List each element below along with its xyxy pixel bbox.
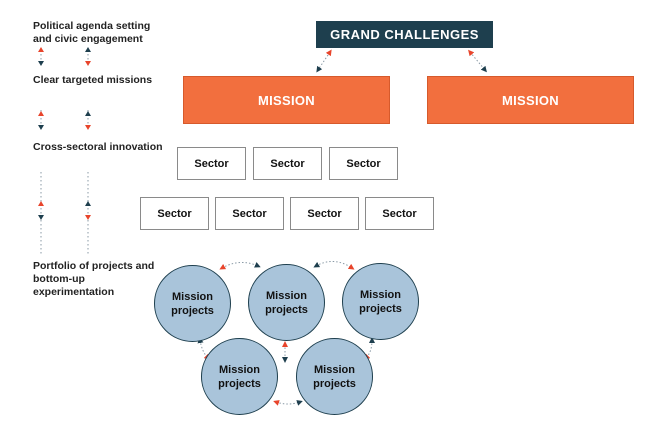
grand-challenges-box: GRAND CHALLENGES: [316, 21, 493, 48]
mission-box-2: MISSION: [427, 76, 634, 124]
sector-box: Sector: [215, 197, 284, 230]
sector-box: Sector: [290, 197, 359, 230]
sector-box: Sector: [365, 197, 434, 230]
circle-label-line1: Mission: [314, 363, 355, 376]
circle-label-line1: Mission: [360, 288, 401, 301]
sector-box: Sector: [329, 147, 398, 180]
circle-label-line2: projects: [218, 377, 261, 390]
sector-box: Sector: [177, 147, 246, 180]
label-targeted-missions: Clear targeted missions: [33, 74, 153, 86]
circle-label-line2: projects: [359, 302, 402, 315]
circle-label-line2: projects: [313, 377, 356, 390]
circle-label-line2: projects: [265, 303, 308, 316]
sector-box: Sector: [140, 197, 209, 230]
circle-label-line2: projects: [171, 304, 214, 317]
circle-label-line1: Mission: [219, 363, 260, 376]
label-portfolio: Portfolio of projects and bottom-up expe…: [33, 260, 155, 298]
circle-label-line1: Mission: [172, 290, 213, 303]
label-cross-sectoral: Cross-sectoral innovation: [33, 141, 163, 153]
left-arrow-pairs: [38, 47, 91, 220]
sector-box: Sector: [253, 147, 322, 180]
label-political-agenda: Political agenda setting and civic engag…: [33, 20, 151, 45]
circle-label-line1: Mission: [266, 289, 307, 302]
mission-box-1: MISSION: [183, 76, 390, 124]
